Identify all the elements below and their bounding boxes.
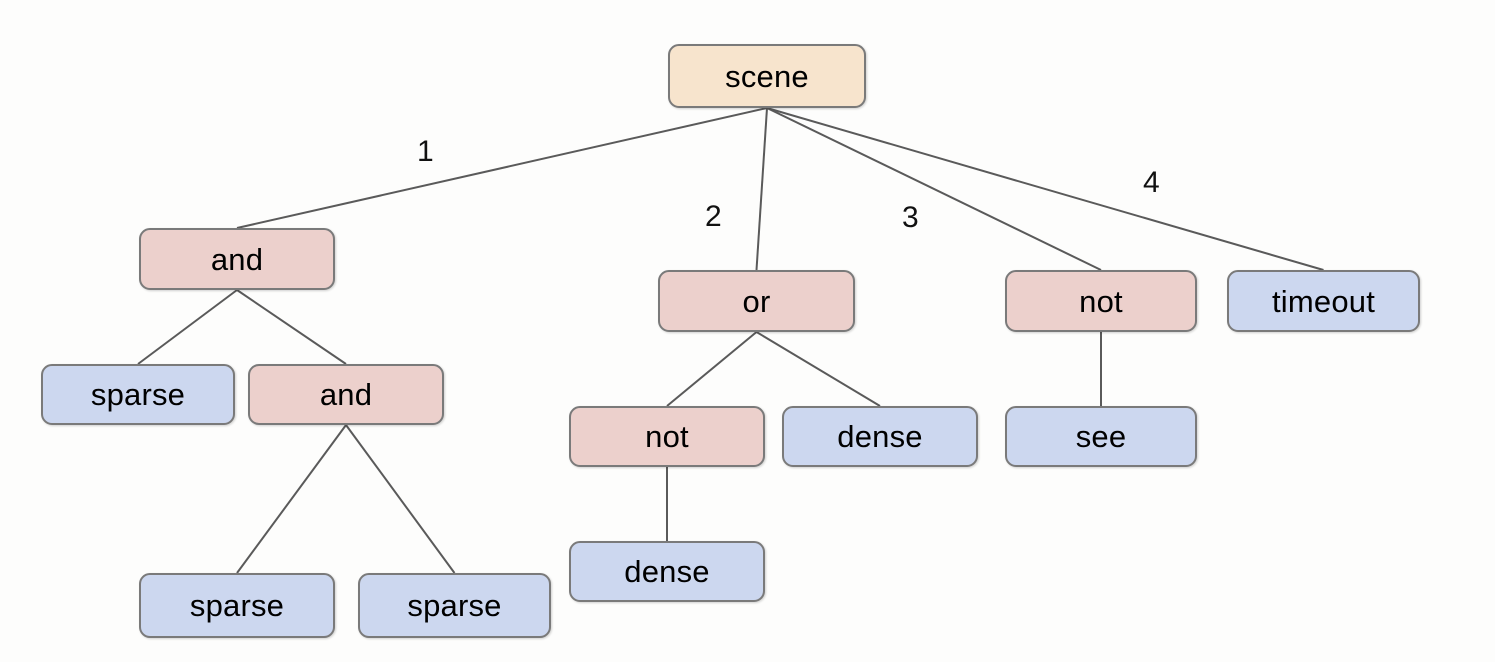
node-scene[interactable]: scene (668, 44, 866, 108)
node-sparse3[interactable]: sparse (358, 573, 551, 638)
edge-label-2: 2 (705, 200, 722, 233)
edge-scene-to-not_right (766, 107, 1102, 271)
node-label: not (645, 419, 689, 454)
node-or1[interactable]: or (658, 270, 855, 332)
node-label: timeout (1271, 283, 1376, 319)
node-label: sparse (407, 588, 502, 623)
node-label: and (210, 241, 264, 277)
edge-or1-to-dense_mid (755, 331, 881, 407)
edge-scene-to-and1 (236, 107, 768, 229)
node-timeout[interactable]: timeout (1227, 270, 1420, 332)
node-label: see (1075, 419, 1127, 454)
node-sparse2[interactable]: sparse (139, 573, 335, 638)
edge-label-3: 3 (902, 201, 919, 234)
node-see[interactable]: see (1005, 406, 1197, 467)
edge-label-1: 1 (417, 135, 434, 168)
edge-and2-to-sparse3 (345, 424, 456, 574)
node-label: and (319, 377, 373, 412)
node-label: dense (624, 554, 710, 589)
edge-and1-to-and2 (236, 289, 347, 365)
edge-scene-to-timeout (766, 107, 1324, 271)
node-and2[interactable]: and (248, 364, 444, 425)
node-dense_bot[interactable]: dense (569, 541, 765, 602)
edge-and2-to-sparse2 (236, 424, 347, 574)
node-label: sparse (189, 588, 285, 623)
node-label: scene (725, 58, 809, 94)
edge-and1-to-sparse1 (137, 289, 238, 365)
node-label: sparse (90, 377, 186, 412)
node-not_right[interactable]: not (1005, 270, 1197, 332)
node-dense_mid[interactable]: dense (782, 406, 978, 467)
edge-scene-to-or1 (755, 107, 768, 271)
node-label: dense (837, 419, 923, 454)
node-sparse1[interactable]: sparse (41, 364, 235, 425)
edge-or1-to-not_mid (666, 331, 758, 407)
node-label: or (742, 283, 771, 319)
node-not_mid[interactable]: not (569, 406, 765, 467)
node-label: not (1079, 283, 1123, 319)
node-and1[interactable]: and (139, 228, 335, 290)
edge-label-4: 4 (1143, 166, 1160, 199)
